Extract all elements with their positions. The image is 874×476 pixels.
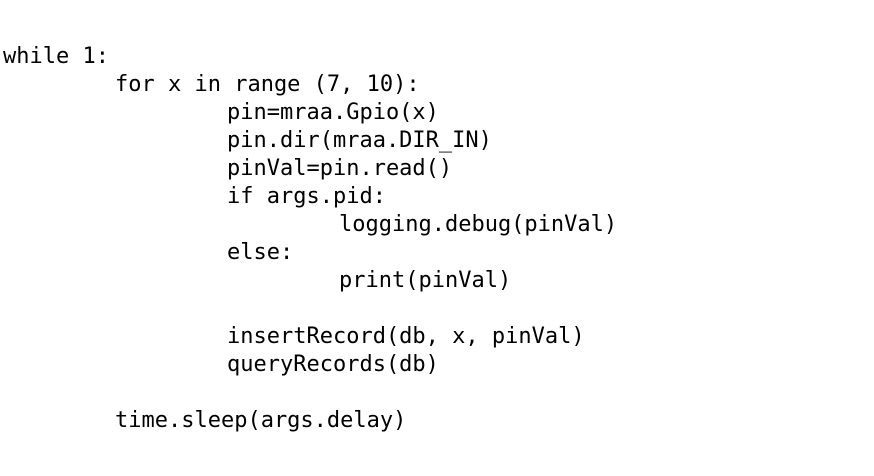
code-line: time.sleep(args.delay) bbox=[115, 408, 407, 433]
code-line: while 1: bbox=[3, 44, 109, 69]
code-line: logging.debug(pinVal) bbox=[339, 212, 618, 237]
code-line: queryRecords(db) bbox=[227, 352, 439, 377]
code-line: else: bbox=[227, 240, 294, 265]
code-line: for x in range (7, 10): bbox=[115, 72, 420, 97]
code-line: pinVal=pin.read() bbox=[227, 156, 453, 181]
code-listing: while 1:for x in range (7, 10): pin=mraa.… bbox=[3, 44, 618, 433]
code-blank-line bbox=[3, 295, 617, 323]
code-line: pin=mraa.Gpio(x) bbox=[227, 100, 439, 125]
code-blank-line bbox=[3, 379, 617, 407]
code-line: if args.pid: bbox=[227, 184, 386, 209]
code-line: insertRecord(db, x, pinVal) bbox=[227, 324, 585, 349]
code-line: print(pinVal) bbox=[339, 268, 512, 293]
code-line: pin.dir(mraa.DIR_IN) bbox=[227, 128, 492, 153]
